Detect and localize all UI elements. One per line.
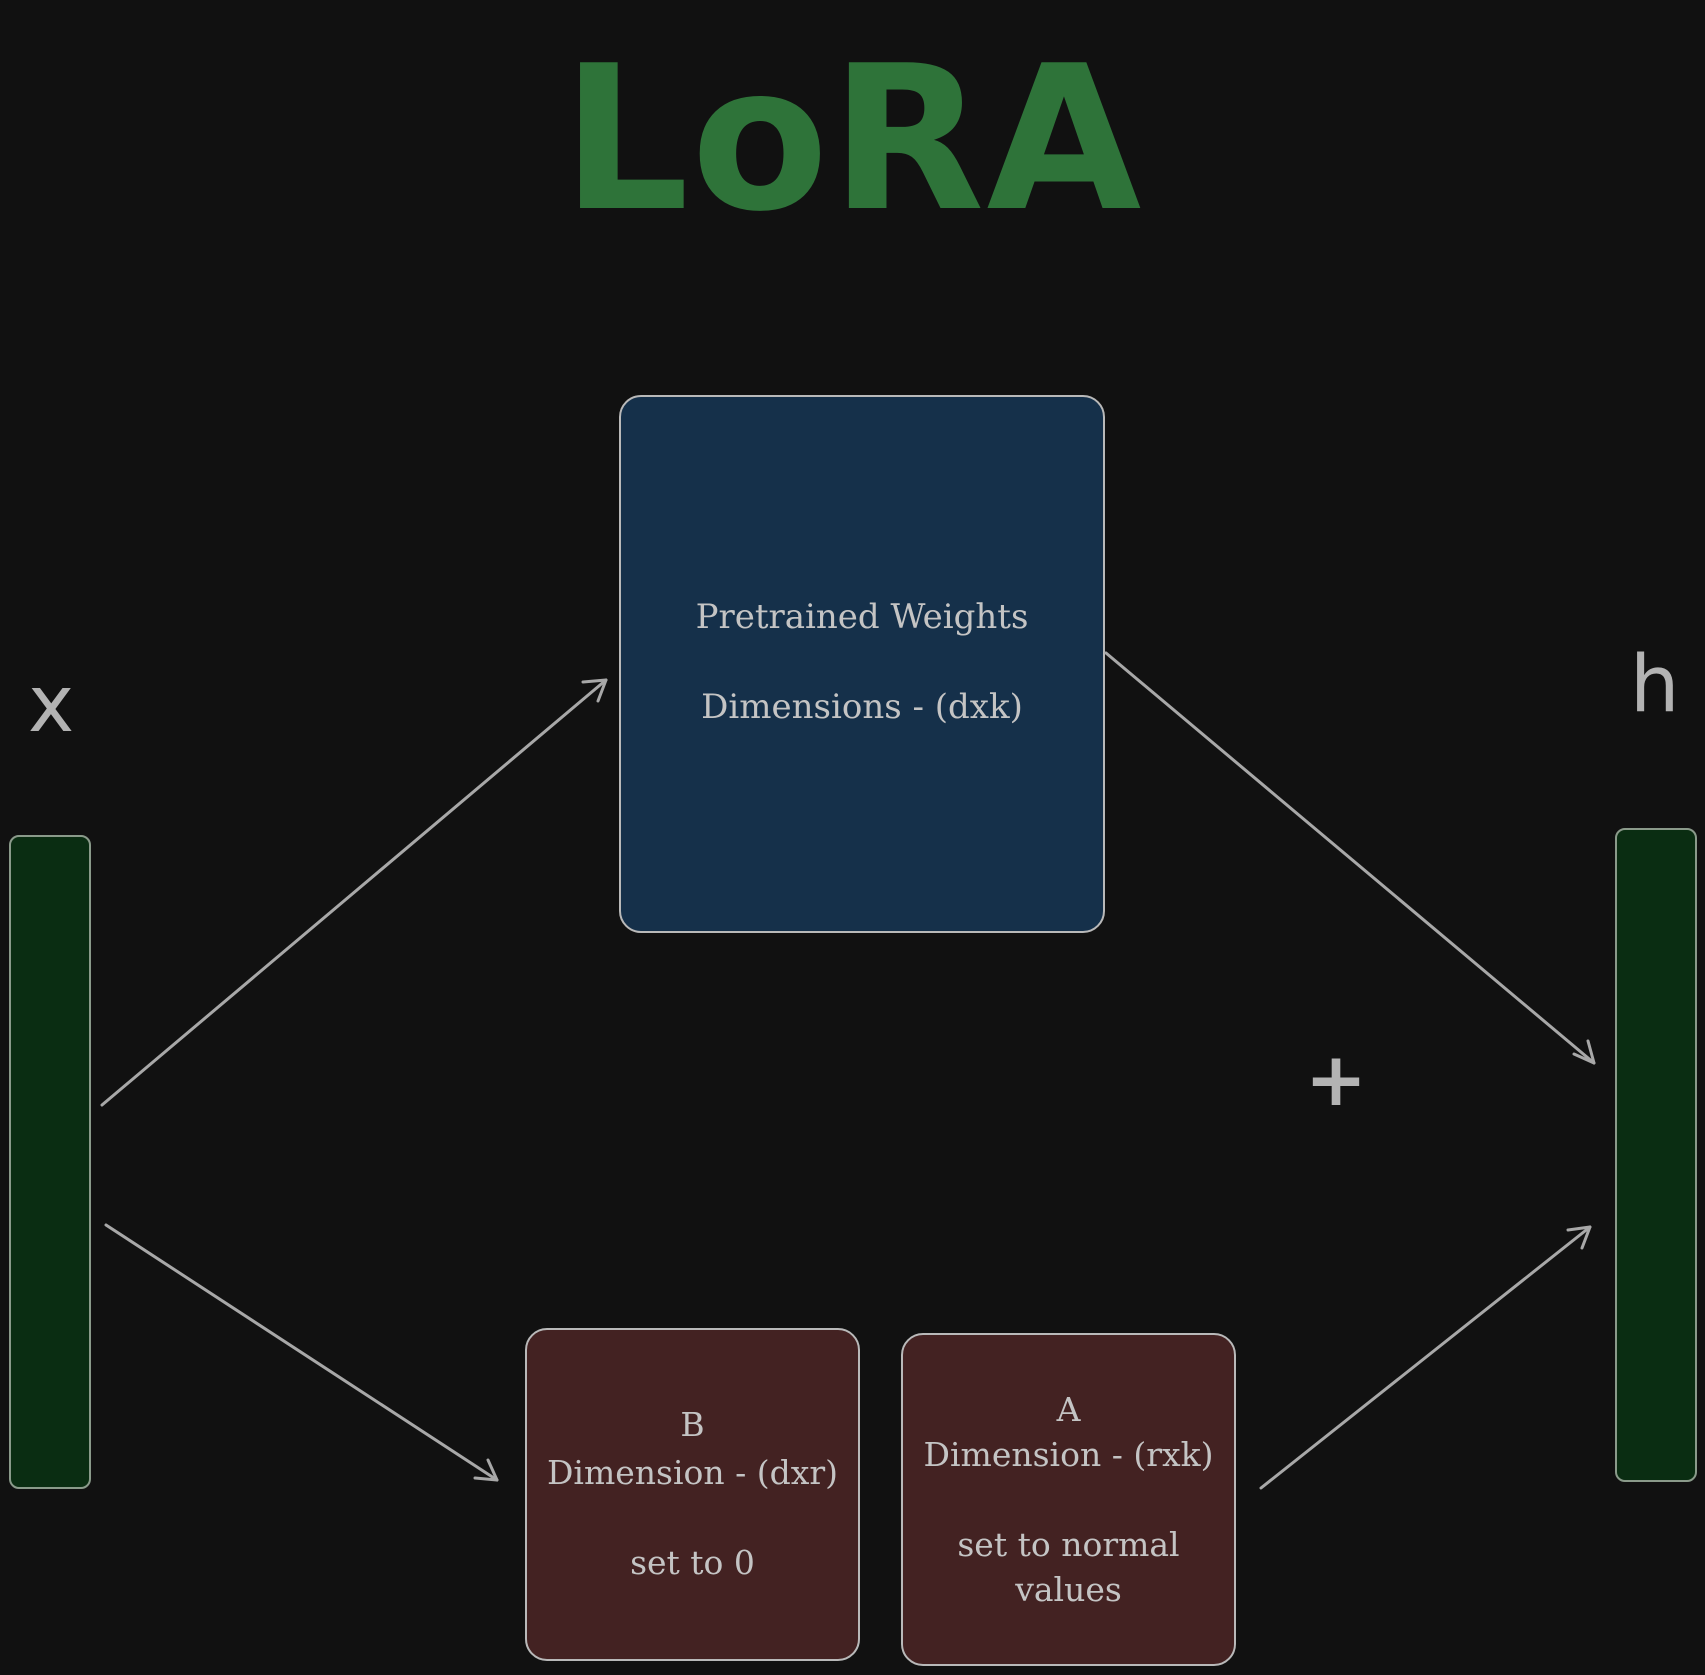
- matrix-b-dims: Dimension - (dxr): [546, 1453, 839, 1492]
- matrix-a-dims: Dimension - (rxk): [923, 1435, 1214, 1474]
- matrix-b-box: B Dimension - (dxr) set to 0: [525, 1328, 860, 1661]
- matrix-b-init: set to 0: [630, 1543, 755, 1582]
- arrow-pretrained-to-output: [1104, 651, 1596, 1065]
- arrow-a-to-output: [1259, 1225, 1592, 1490]
- matrix-a-label: A: [1056, 1390, 1081, 1429]
- matrix-b-label: B: [680, 1405, 705, 1444]
- input-vector: [9, 835, 91, 1489]
- output-label: h: [1630, 640, 1680, 730]
- matrix-a-init-line1: set to normal: [957, 1525, 1180, 1564]
- matrix-a-init-line2: values: [1015, 1570, 1122, 1609]
- input-label: x: [28, 660, 75, 750]
- diagram-title: LoRA: [561, 23, 1144, 256]
- plus-sign: +: [1305, 1037, 1368, 1123]
- pretrained-weights-dims: Dimensions - (dxk): [701, 687, 1023, 727]
- pretrained-weights-box: Pretrained Weights Dimensions - (dxk): [619, 395, 1105, 933]
- matrix-a-box: A Dimension - (rxk) set to normal values: [901, 1333, 1236, 1666]
- arrow-input-to-pretrained: [100, 678, 608, 1107]
- pretrained-weights-label: Pretrained Weights: [695, 597, 1029, 637]
- output-vector: [1615, 828, 1697, 1482]
- arrow-input-to-b: [104, 1223, 499, 1482]
